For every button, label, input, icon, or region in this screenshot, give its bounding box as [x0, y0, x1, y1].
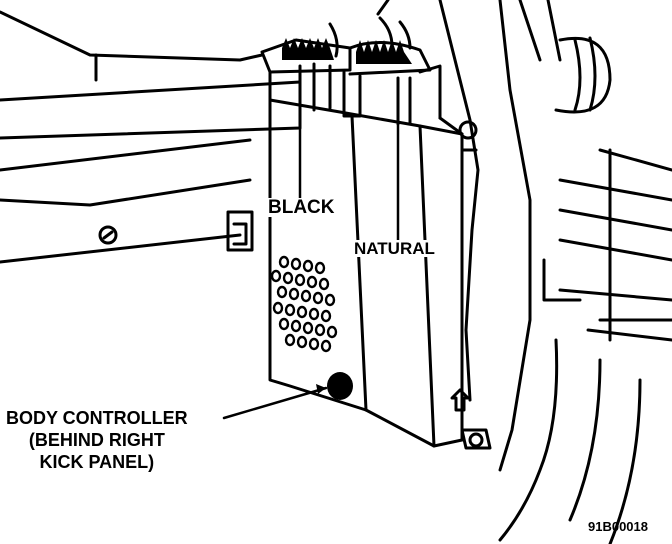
black-connector-label: BLACK [266, 197, 337, 218]
connector-black [260, 38, 352, 112]
callout-line-1: BODY CONTROLLER [6, 408, 188, 428]
leader-lines [222, 108, 400, 420]
mounting-hole-marker [327, 372, 353, 400]
callout-line-2: (BEHIND RIGHT [28, 430, 165, 450]
body-controller-module [268, 98, 492, 450]
body-controller-callout: BODY CONTROLLER (BEHIND RIGHT KICK PANEL… [6, 409, 188, 475]
vent-holes [270, 255, 338, 353]
natural-connector-label: NATURAL [352, 239, 437, 258]
door-frame [376, 0, 672, 544]
figure-code: 91B00018 [588, 519, 648, 534]
callout-line-3: KICK PANEL) [39, 452, 155, 472]
dash-panel [0, 10, 302, 264]
connector-ribs [282, 38, 334, 60]
